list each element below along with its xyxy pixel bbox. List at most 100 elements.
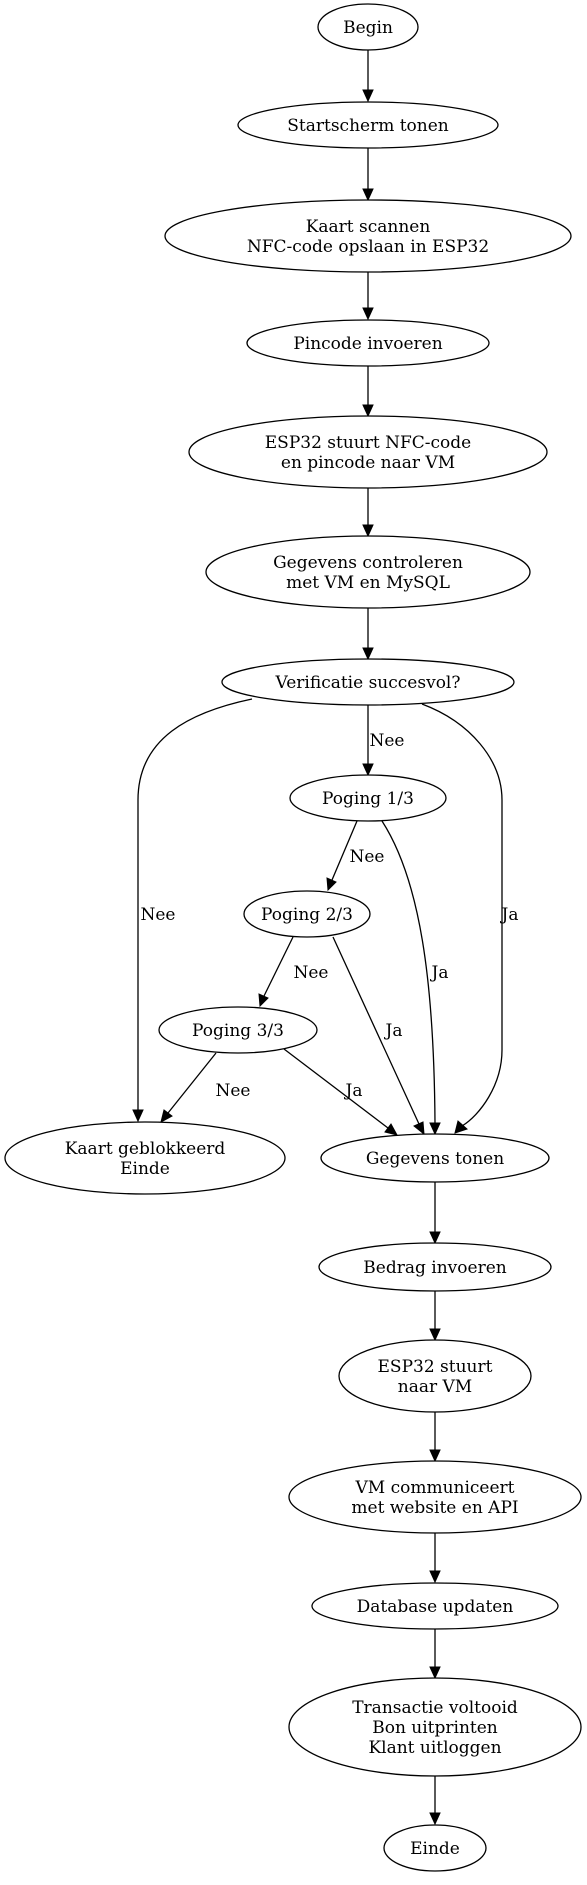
- arrowhead: [429, 1328, 441, 1342]
- node-label: naar VM: [398, 1377, 472, 1397]
- node-einde: Einde: [383, 1824, 487, 1872]
- edge-startscherm-to-kaart_scannen: [362, 148, 374, 202]
- edge-line: [381, 820, 436, 1124]
- arrowhead: [362, 404, 374, 418]
- node-shape: [288, 1677, 582, 1777]
- arrowhead: [258, 993, 269, 1008]
- arrowhead: [132, 1109, 144, 1123]
- edge-line: [263, 936, 294, 997]
- node-shape: [243, 890, 371, 938]
- node-label: Startscherm tonen: [287, 116, 449, 136]
- arrowhead: [362, 763, 374, 777]
- arrowhead: [429, 1231, 441, 1245]
- arrowhead: [429, 1570, 441, 1584]
- node-shape: [237, 101, 499, 149]
- node-label: Klant uitloggen: [368, 1738, 501, 1758]
- node-label: Gegevens controleren: [273, 553, 463, 573]
- node-pincode: Pincode invoeren: [246, 319, 490, 367]
- node-poging2: Poging 2/3: [243, 890, 371, 938]
- node-label: Kaart geblokkeerd: [65, 1139, 226, 1159]
- node-bedrag: Bedrag invoeren: [318, 1242, 552, 1292]
- node-poging3: Poging 3/3: [158, 1006, 318, 1054]
- node-shape: [158, 1006, 318, 1054]
- node-verificatie: Verificatie succesvol?: [221, 658, 515, 706]
- edge-kaart_scannen-to-pincode: [362, 272, 374, 321]
- node-label: Poging 1/3: [322, 789, 414, 809]
- edge-label: Nee: [141, 905, 176, 925]
- edge-transactie-to-einde: [429, 1776, 441, 1826]
- node-shape: [188, 415, 548, 489]
- node-shape: [311, 1582, 559, 1630]
- node-shape: [320, 1133, 550, 1183]
- edge-verificatie-to-poging1: Nee: [362, 705, 405, 777]
- node-startscherm: Startscherm tonen: [237, 101, 499, 149]
- node-label: Bedrag invoeren: [363, 1258, 506, 1278]
- edge-poging1-to-poging2: Nee: [326, 820, 385, 892]
- node-shape: [338, 1339, 532, 1413]
- edge-esp32_stuurt_vm-to-vm_communiceert: [429, 1412, 441, 1463]
- node-gegevens-tonen: Gegevens tonen: [320, 1133, 550, 1183]
- edge-controleren-to-verificatie: [362, 608, 374, 661]
- arrowhead: [429, 1122, 441, 1136]
- node-shape: [289, 774, 447, 822]
- arrowhead: [160, 1109, 173, 1123]
- edge-label: Nee: [370, 731, 405, 751]
- edge-line: [283, 1048, 389, 1129]
- edge-line: [331, 820, 358, 881]
- arrowhead: [362, 647, 374, 661]
- node-shape: [164, 199, 572, 273]
- node-begin: Begin: [317, 3, 419, 51]
- node-shape: [317, 3, 419, 51]
- edge-poging3-to-gegevens_tonen: Ja: [283, 1048, 398, 1136]
- node-label: NFC-code opslaan in ESP32: [247, 237, 489, 257]
- edge-label: Nee: [294, 963, 329, 983]
- node-label: Kaart scannen: [306, 217, 431, 237]
- arrowhead: [362, 524, 374, 538]
- arrowhead: [384, 1123, 398, 1136]
- arrowhead: [429, 1666, 441, 1680]
- edge-line: [421, 703, 503, 1127]
- arrowhead: [429, 1812, 441, 1826]
- node-shape: [318, 1242, 552, 1292]
- edge-label: Ja: [500, 905, 519, 925]
- arrowhead: [413, 1121, 425, 1136]
- node-label: Bon uitprinten: [372, 1718, 498, 1738]
- edge-begin-to-startscherm: [362, 50, 374, 103]
- node-shape: [288, 1460, 582, 1534]
- node-label: en pincode naar VM: [281, 453, 455, 473]
- arrowhead: [429, 1449, 441, 1463]
- edge-vm_communiceert-to-database: [429, 1533, 441, 1584]
- node-shape: [205, 535, 531, 609]
- node-label: Verificatie succesvol?: [275, 673, 461, 693]
- node-poging1: Poging 1/3: [289, 774, 447, 822]
- node-label: Begin: [343, 18, 393, 38]
- node-label: met VM en MySQL: [286, 573, 450, 593]
- node-label: Poging 3/3: [192, 1021, 284, 1041]
- node-label: Einde: [410, 1839, 460, 1859]
- edge-poging2-to-poging3: Nee: [258, 936, 329, 1008]
- edge-label: Nee: [216, 1081, 251, 1101]
- arrowhead: [362, 307, 374, 321]
- edge-verificatie-to-gegevens_tonen: Ja: [421, 703, 519, 1134]
- edge-gegevens_tonen-to-bedrag: [429, 1182, 441, 1245]
- node-shape: [383, 1824, 487, 1872]
- edge-bedrag-to-esp32_stuurt_vm: [429, 1291, 441, 1342]
- node-database: Database updaten: [311, 1582, 559, 1630]
- node-shape: [4, 1121, 286, 1195]
- edge-line: [332, 936, 420, 1125]
- arrowhead: [362, 188, 374, 202]
- edge-pincode-to-esp32_stuurt_nfc: [362, 366, 374, 418]
- node-label: ESP32 stuurt: [378, 1357, 493, 1377]
- edge-esp32_stuurt_nfc-to-controleren: [362, 488, 374, 538]
- arrowhead: [454, 1120, 468, 1134]
- node-shape: [246, 319, 490, 367]
- arrowhead: [362, 89, 374, 103]
